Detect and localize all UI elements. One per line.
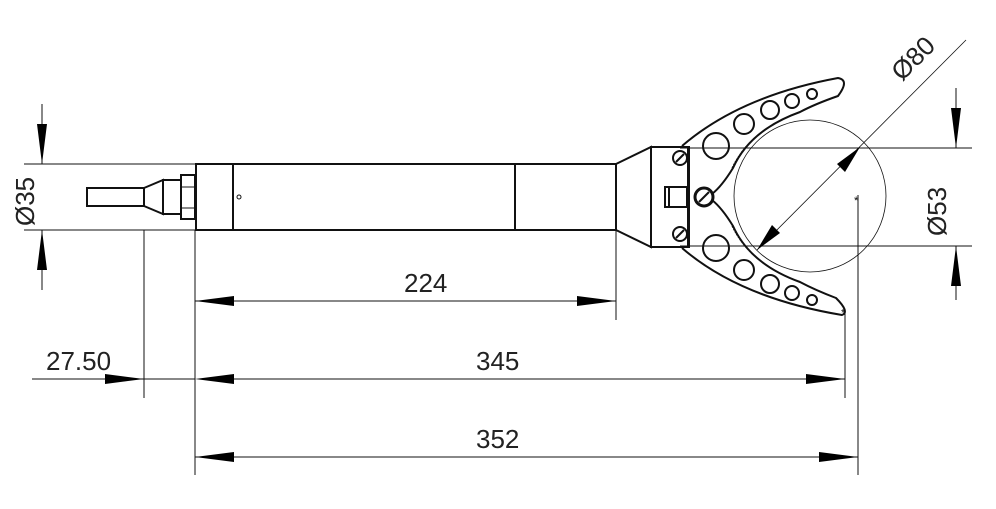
dimension-345: 345: [234, 346, 845, 384]
dimension-diameter-53: Ø53: [922, 88, 961, 300]
pivot-screw-icon: [693, 186, 715, 208]
upper-jaw: [681, 76, 845, 195]
dimension-diameter-35: Ø35: [10, 104, 47, 290]
hex-nut: [180, 174, 196, 220]
dimension-224: 224: [195, 268, 616, 306]
dimension-label-224: 224: [404, 268, 447, 298]
dimension-label-27-50: 27.50: [46, 346, 111, 376]
tool-body: [86, 145, 715, 249]
dimension-label-345: 345: [476, 346, 519, 376]
screw-icon: [672, 150, 688, 166]
handle-pin-hole: [236, 194, 242, 200]
dimension-label-352: 352: [476, 424, 519, 454]
dimension-27-50: 27.50: [32, 346, 234, 384]
svg-text:*: *: [841, 308, 845, 319]
tip-rod: [86, 187, 145, 207]
dimension-352: 352: [195, 424, 858, 462]
dimension-label-diameter-35: Ø35: [10, 177, 40, 226]
handle: [195, 163, 617, 231]
capacity-circle: [733, 119, 887, 273]
screw-icon: [672, 226, 688, 242]
dimension-label-diameter-53: Ø53: [922, 187, 952, 236]
lower-jaw: *: [681, 199, 846, 319]
dimension-label-diameter-80: Ø80: [885, 30, 941, 86]
svg-text:*: *: [854, 195, 859, 207]
